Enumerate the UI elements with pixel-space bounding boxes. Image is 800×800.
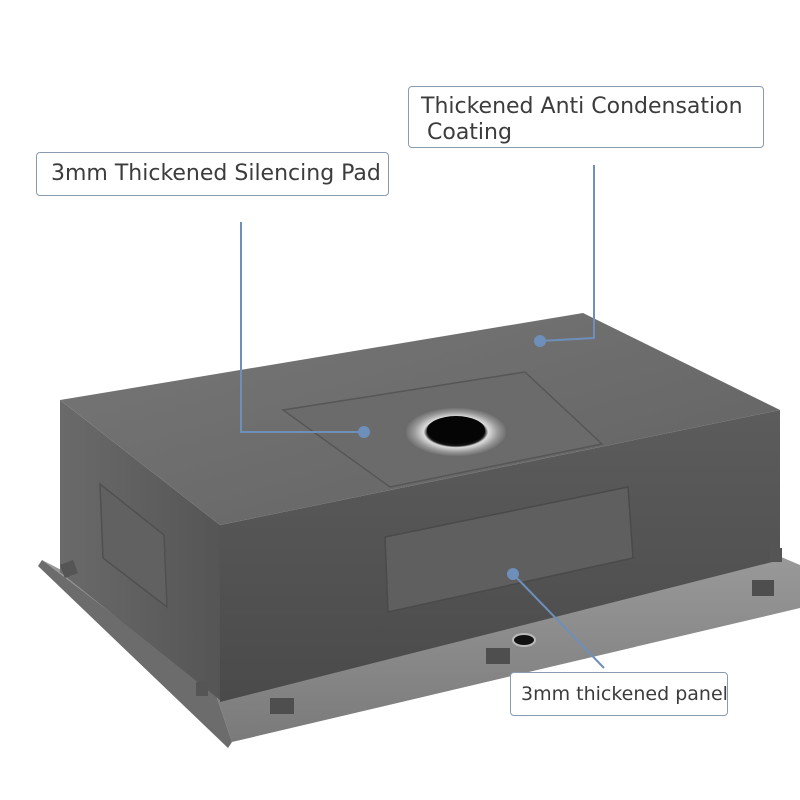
callout-dot-coating	[534, 335, 546, 347]
mounting-clip	[486, 648, 510, 664]
callout-label-pad: 3mm Thickened Silencing Pad	[36, 152, 389, 196]
callout-dot-panel	[507, 568, 519, 580]
callout-coating-line2: Coating	[427, 119, 512, 145]
mounting-clip	[752, 580, 774, 596]
mounting-clip	[770, 548, 782, 562]
mounting-clip	[196, 682, 208, 696]
mounting-clip	[60, 560, 78, 578]
front-panel-pad	[384, 486, 634, 613]
callout-pad-text: 3mm Thickened Silencing Pad	[51, 161, 381, 186]
callout-line-coating	[539, 165, 595, 342]
callout-panel-text: 3mm thickened panel	[521, 683, 728, 705]
callout-line-pad	[240, 222, 364, 433]
callout-dot-pad	[358, 426, 370, 438]
mounting-clip	[270, 698, 294, 714]
callout-line-panel	[512, 573, 605, 669]
callout-coating-line1: Thickened Anti Condensation	[421, 94, 743, 119]
overflow-hole	[512, 633, 536, 647]
side-panel-pad	[99, 482, 168, 609]
sink-flange-edge	[38, 560, 232, 748]
callout-label-panel: 3mm thickened panel	[510, 672, 728, 716]
callout-label-coating: Thickened Anti Condensation Coating	[408, 86, 764, 148]
